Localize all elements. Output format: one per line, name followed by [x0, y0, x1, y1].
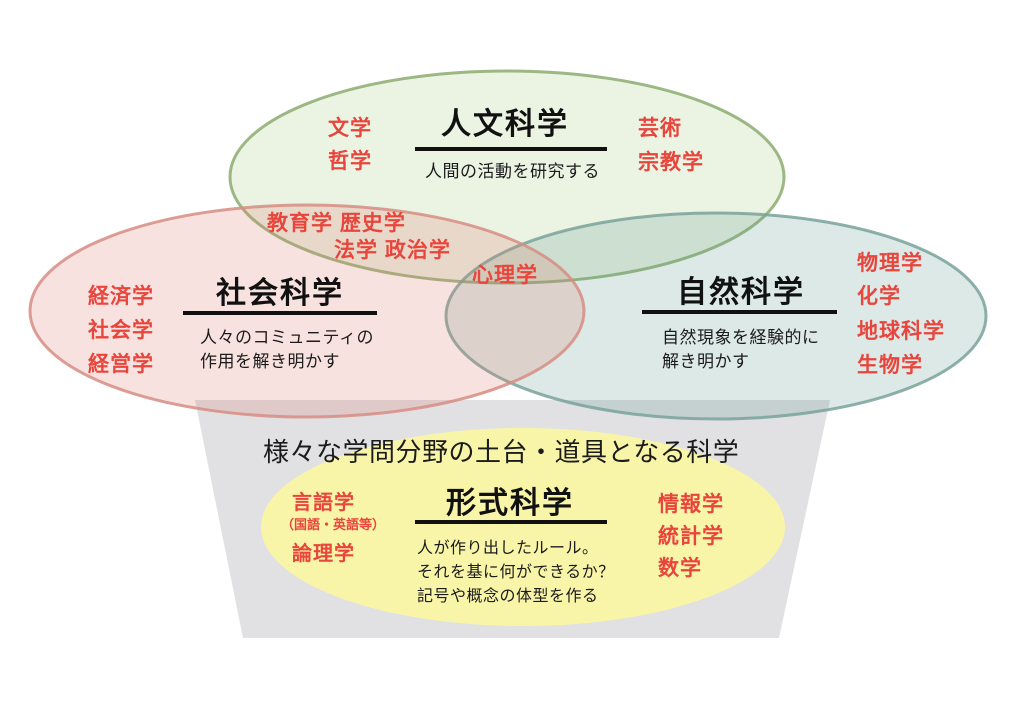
overlap-label-law-politics: 法学 政治学	[334, 239, 451, 262]
foundation-caption: 様々な学問分野の土台・道具となる科学	[263, 438, 740, 467]
formal-description-line2: それを基に何ができるか？	[417, 564, 615, 581]
field-label-literature: 文学	[328, 117, 372, 140]
natural-title: 自然科学	[677, 276, 805, 309]
formal-title: 形式科学	[446, 487, 574, 520]
field-label-physics: 物理学	[857, 252, 923, 275]
field-label-mathematics: 数学	[658, 557, 702, 580]
field-label-earth-science: 地球科学	[857, 320, 945, 343]
natural-ellipse	[444, 211, 988, 421]
formal-description-line1: 人が作り出したルール。	[417, 540, 599, 557]
field-label-philosophy: 哲学	[328, 150, 372, 173]
social-underline	[183, 311, 377, 315]
formal-ellipse	[261, 428, 785, 626]
field-label-linguistics-note: （国語・英語等）	[281, 517, 386, 532]
formal-description-line3: 記号や概念の体型を作る	[417, 588, 599, 605]
natural-description-line1: 自然現象を経験的に	[662, 328, 820, 347]
field-label-informatics: 情報学	[658, 493, 724, 516]
humanities-title: 人文科学	[441, 108, 569, 141]
field-label-sociology: 社会学	[88, 319, 154, 342]
overlap-label-psychology: 心理学	[472, 264, 538, 287]
field-label-art: 芸術	[638, 117, 682, 140]
field-label-statistics: 統計学	[658, 525, 724, 548]
social-description-line1: 人々のコミュニティの	[200, 328, 374, 347]
field-label-biology: 生物学	[857, 354, 923, 377]
humanities-description: 人間の活動を研究する	[425, 162, 600, 181]
social-description-line2: 作用を解き明かす	[200, 352, 340, 371]
field-label-chemistry: 化学	[857, 285, 901, 308]
field-label-economics: 経済学	[88, 285, 154, 308]
field-label-logic: 論理学	[292, 543, 355, 565]
field-label-religion: 宗教学	[638, 151, 704, 174]
field-label-linguistics: 言語学	[292, 492, 355, 514]
natural-description-line2: 解き明かす	[662, 352, 750, 371]
humanities-underline	[415, 147, 607, 151]
social-title: 社会科学	[216, 277, 344, 310]
overlap-label-education-history: 教育学 歴史学	[267, 212, 406, 235]
natural-underline	[642, 310, 837, 314]
humanities-ellipse	[228, 69, 786, 285]
field-label-management: 経営学	[88, 353, 154, 376]
formal-underline	[415, 520, 607, 524]
